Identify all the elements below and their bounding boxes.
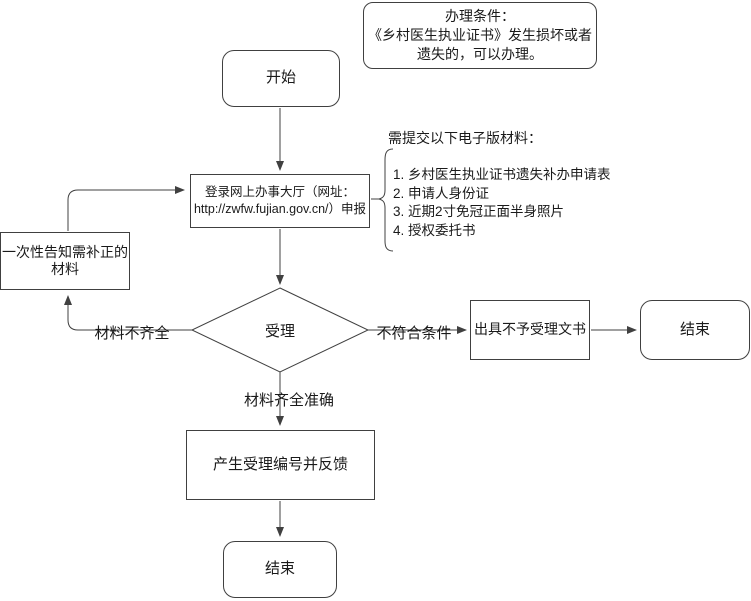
node-supplement-label: 一次性告知需补正的材料: [2, 243, 128, 278]
materials-list: 乡村医生执业证书遗失补办申请表 申请人身份证 近期2寸免冠正面半身照片 授权委托…: [390, 166, 611, 240]
node-end-bottom: 结束: [223, 541, 337, 598]
node-reject-label: 出具不予受理文书: [474, 321, 586, 338]
note-line-2: 《乡村医生执业证书》发生损坏或者: [368, 27, 592, 43]
note-line-3: 遗失的，可以办理。: [417, 46, 543, 62]
node-login-line-2: http://zwfw.fujian.gov.cn/）申报: [193, 202, 367, 216]
materials-item-1: 乡村医生执业证书遗失补办申请表: [408, 166, 611, 185]
node-start: 开始: [222, 50, 340, 107]
node-login-declare: 登录网上办事大厅（网址： http://zwfw.fujian.gov.cn/）…: [190, 174, 370, 228]
materials-brace: [378, 148, 394, 252]
node-login-line-1: 登录网上办事大厅（网址：: [204, 185, 355, 199]
node-start-label: 开始: [265, 69, 296, 87]
note-line-1: 办理条件：: [445, 8, 515, 24]
node-supplement-notice: 一次性告知需补正的材料: [0, 232, 130, 290]
node-end-bottom-label: 结束: [264, 560, 295, 578]
node-end-right-label: 结束: [679, 320, 710, 338]
edge-supplement-to-login: [67, 186, 185, 231]
materials-heading: 需提交以下电子版材料：: [388, 130, 542, 146]
node-end-right: 结束: [640, 300, 750, 360]
node-reject-document: 出具不予受理文书: [470, 300, 590, 360]
review-diamond-shape: [190, 287, 370, 373]
node-generate-number: 产生受理编号并反馈: [186, 430, 375, 500]
materials-item-2: 申请人身份证: [408, 185, 611, 204]
note-handling-conditions: 办理条件： 《乡村医生执业证书》发生损坏或者 遗失的，可以办理。: [363, 2, 597, 69]
node-generate-label: 产生受理编号并反馈: [212, 455, 348, 473]
materials-item-3: 近期2寸免冠正面半身照片: [408, 203, 611, 222]
materials-item-4: 授权委托书: [408, 222, 611, 241]
edge-review-to-supplement: [64, 295, 192, 331]
